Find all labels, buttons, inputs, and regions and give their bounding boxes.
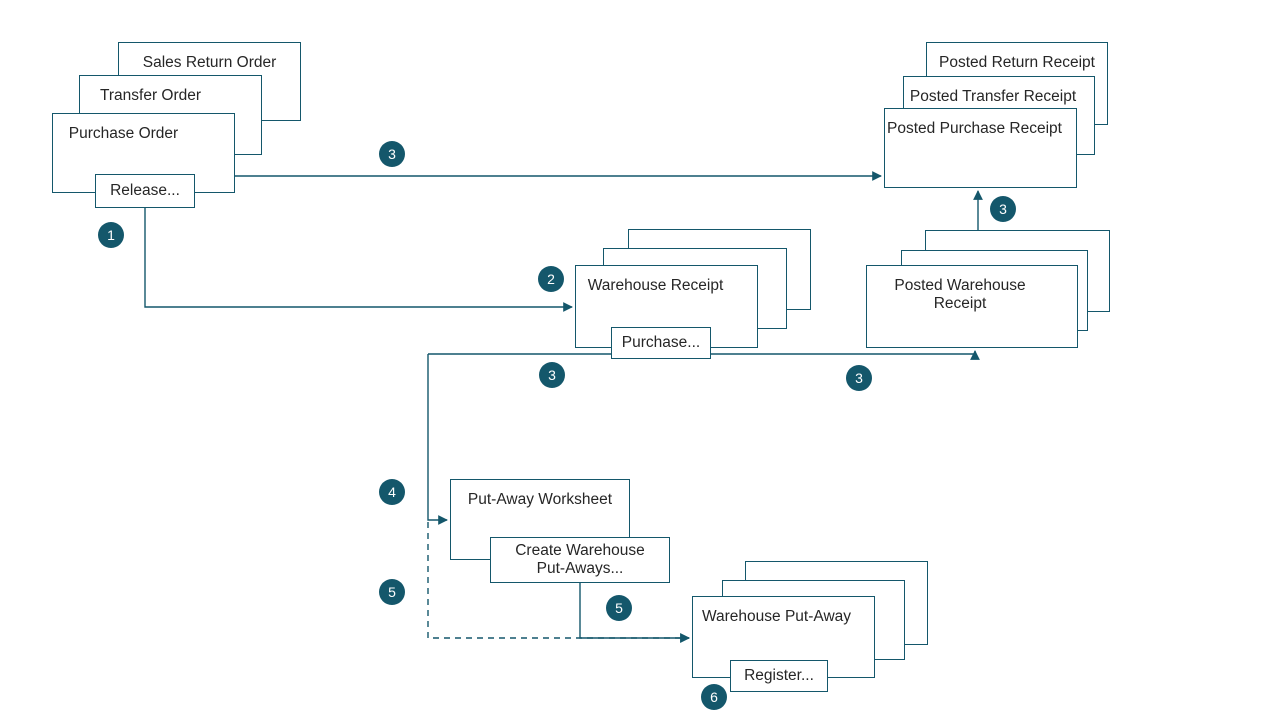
action-release[interactable]: Release...	[95, 174, 195, 208]
badge-step-6: 6	[701, 684, 727, 710]
badge-step-3-top: 3	[379, 141, 405, 167]
connector-purchase-action-to-posted-whse-receipt	[428, 350, 980, 360]
badge-step-1: 1	[98, 222, 124, 248]
node-posted-purchase-receipt[interactable]: Posted Purchase Receipt	[884, 108, 1077, 188]
node-label: Warehouse Put-Away	[701, 608, 852, 625]
badge-step-5-mid: 5	[606, 595, 632, 621]
node-label: Posted Warehouse Receipt	[894, 277, 1026, 312]
node-label: Warehouse Receipt	[587, 277, 724, 294]
action-label: Register...	[744, 667, 814, 685]
badge-step-3-mid-left: 3	[539, 362, 565, 388]
node-label: Transfer Order	[99, 87, 202, 104]
badge-step-5-left: 5	[379, 579, 405, 605]
action-label: Release...	[110, 182, 180, 200]
badge-step-2: 2	[538, 266, 564, 292]
node-label: Posted Return Receipt	[939, 54, 1095, 71]
connector-release-to-warehouse-receipt	[144, 208, 573, 312]
node-label: Put-Away Worksheet	[467, 491, 613, 508]
badge-step-3-mid-right: 3	[846, 365, 872, 391]
connector-create-put-aways-to-warehouse-put-away	[579, 583, 690, 643]
action-label: Create Warehouse Put-Aways...	[515, 542, 645, 577]
action-purchase[interactable]: Purchase...	[611, 327, 711, 359]
node-label: Posted Purchase Receipt	[887, 120, 1062, 137]
action-register[interactable]: Register...	[730, 660, 828, 692]
node-posted-warehouse-receipt[interactable]: Posted Warehouse Receipt	[866, 265, 1078, 348]
connector-to-put-away-worksheet	[427, 354, 448, 525]
action-create-warehouse-put-aways[interactable]: Create Warehouse Put-Aways...	[490, 537, 670, 583]
action-label: Purchase...	[621, 334, 701, 352]
badge-step-4: 4	[379, 479, 405, 505]
connector-dashed-to-warehouse-put-away	[427, 522, 690, 643]
node-label: Purchase Order	[68, 125, 179, 142]
node-label: Posted Transfer Receipt	[909, 88, 1077, 105]
node-label: Sales Return Order	[142, 54, 277, 71]
badge-step-3-right: 3	[990, 196, 1016, 222]
